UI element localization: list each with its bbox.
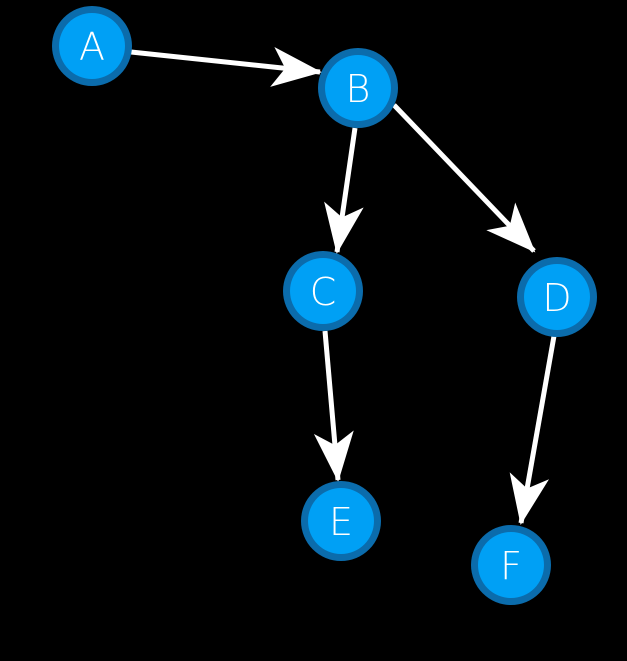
node-fill-d bbox=[524, 264, 590, 330]
graph-node-d[interactable]: D bbox=[517, 257, 597, 337]
graph-edge-c-e bbox=[313, 330, 354, 482]
graph-node-b[interactable]: B bbox=[318, 48, 398, 128]
graph-node-a[interactable]: A bbox=[52, 6, 132, 86]
edges-layer bbox=[130, 47, 557, 525]
nodes-layer: A B C D E F bbox=[52, 6, 597, 605]
graph-edge-b-d bbox=[392, 103, 536, 253]
node-fill-b bbox=[325, 55, 391, 121]
graph-edge-a-b bbox=[130, 47, 322, 87]
node-label-a: A bbox=[79, 25, 105, 69]
node-fill-a bbox=[59, 13, 125, 79]
graph-node-c[interactable]: C bbox=[283, 251, 363, 331]
node-label-b: B bbox=[346, 67, 371, 111]
graph-node-f[interactable]: F bbox=[471, 525, 551, 605]
node-fill-e bbox=[308, 488, 374, 554]
node-label-d: D bbox=[542, 276, 571, 320]
node-label-f: F bbox=[500, 544, 522, 588]
node-label-e: E bbox=[329, 500, 353, 544]
node-fill-c bbox=[290, 258, 356, 324]
node-fill-f bbox=[478, 532, 544, 598]
graph-edge-b-c bbox=[324, 127, 364, 254]
graph-edge-d-f bbox=[509, 335, 557, 525]
node-label-c: C bbox=[310, 270, 337, 314]
graph-node-e[interactable]: E bbox=[301, 481, 381, 561]
